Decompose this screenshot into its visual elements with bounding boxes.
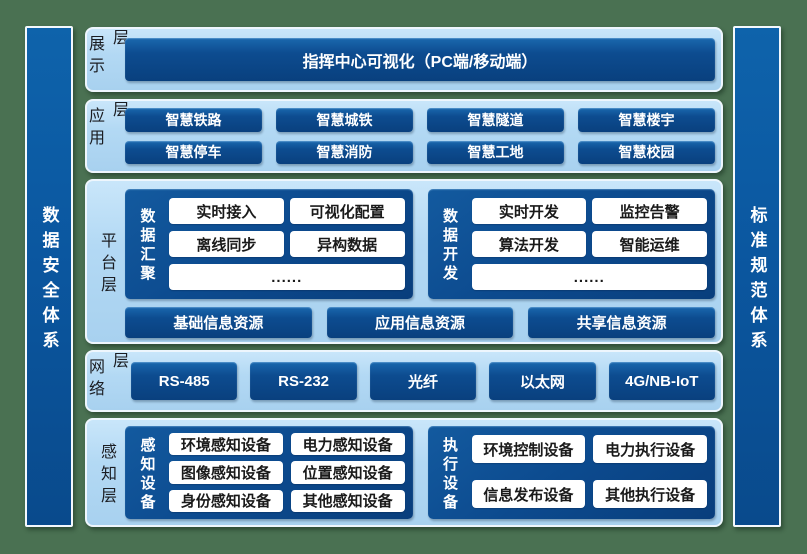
network-item-rs232: RS-232 <box>250 362 357 400</box>
data-security-system-bar: 数据安全体系 <box>25 26 73 527</box>
platform-item-algorithm-dev: 算法开发 <box>471 231 587 257</box>
data-aggregation-more: ...... <box>169 264 405 290</box>
network-layer-label: 网络层 <box>86 352 127 402</box>
app-item-smart-tunnel: 智慧隧道 <box>427 108 564 132</box>
platform-item-offline-sync: 离线同步 <box>169 231 284 257</box>
execution-devices-group: 执行设备 环境控制设备 电力执行设备 信息发布设备 其他执行设备 <box>427 426 716 519</box>
application-layer-label: 应用层 <box>86 101 127 151</box>
sensing-devices-grid: 环境感知设备 电力感知设备 图像感知设备 位置感知设备 身份感知设备 其他感知设… <box>169 426 413 519</box>
data-aggregation-grid: 实时接入 可视化配置 离线同步 异构数据 ...... <box>169 189 413 299</box>
resource-shared-info: 共享信息资源 <box>528 307 715 338</box>
data-aggregation-group-label: 数据汇聚 <box>138 208 156 284</box>
data-aggregation-group: 数据汇聚 实时接入 可视化配置 离线同步 异构数据 ...... <box>125 189 413 299</box>
app-item-smart-worksite: 智慧工地 <box>427 140 564 164</box>
network-layer-panel: 网络层 RS-485 RS-232 光纤 以太网 4G/NB-IoT <box>85 350 723 412</box>
platform-item-visual-config: 可视化配置 <box>289 198 405 224</box>
standards-system-bar: 标准规范体系 <box>733 26 781 527</box>
sense-item-environment: 环境感知设备 <box>169 433 283 456</box>
data-security-system-label: 数据安全体系 <box>39 205 59 356</box>
sensing-devices-group: 感知设备 环境感知设备 电力感知设备 图像感知设备 位置感知设备 身份感知设备 … <box>125 426 413 519</box>
sense-item-identity: 身份感知设备 <box>169 489 283 512</box>
data-development-more: ...... <box>471 264 707 290</box>
network-item-4g-nbiot: 4G/NB-IoT <box>608 362 715 400</box>
application-layer-panel: 应用层 智慧铁路 智慧城铁 智慧隧道 智慧楼宇 智慧停车 智慧消防 智慧工地 智… <box>85 99 723 173</box>
network-item-ethernet: 以太网 <box>489 362 596 400</box>
resource-basic-info: 基础信息资源 <box>125 307 312 338</box>
platform-layer-content: 数据汇聚 实时接入 可视化配置 离线同步 异构数据 ...... 数据开发 实时… <box>125 181 721 342</box>
network-item-fiber: 光纤 <box>369 362 477 400</box>
exec-item-info-publishing: 信息发布设备 <box>471 480 586 508</box>
presentation-layer-content: 指挥中心可视化（PC端/移动端） <box>125 29 721 90</box>
sense-item-power: 电力感知设备 <box>290 433 405 456</box>
platform-layer-panel: 平台层 数据汇聚 实时接入 可视化配置 离线同步 异构数据 ...... 数据开… <box>85 179 723 344</box>
perception-layer-panel: 感知层 感知设备 环境感知设备 电力感知设备 图像感知设备 位置感知设备 身份感… <box>85 418 723 527</box>
execution-devices-grid: 环境控制设备 电力执行设备 信息发布设备 其他执行设备 <box>471 426 716 519</box>
network-item-rs485: RS-485 <box>131 362 238 400</box>
perception-layer-label: 感知层 <box>98 442 115 509</box>
data-development-grid: 实时开发 监控告警 算法开发 智能运维 ...... <box>471 189 716 299</box>
exec-item-environment-control: 环境控制设备 <box>471 435 586 463</box>
platform-item-heterogeneous-data: 异构数据 <box>289 231 405 257</box>
presentation-layer-panel: 展示层 指挥中心可视化（PC端/移动端） <box>85 27 723 92</box>
platform-layer-label: 平台层 <box>98 231 115 298</box>
exec-item-other-execution: 其他执行设备 <box>593 480 707 508</box>
app-item-smart-metro: 智慧城铁 <box>276 108 413 132</box>
standards-system-label: 标准规范体系 <box>747 205 767 356</box>
sense-item-other: 其他感知设备 <box>290 489 405 512</box>
app-item-smart-campus: 智慧校园 <box>578 140 715 164</box>
resource-application-info: 应用信息资源 <box>326 307 514 338</box>
app-item-smart-railway: 智慧铁路 <box>125 108 262 132</box>
execution-devices-group-label: 执行设备 <box>441 436 458 513</box>
data-development-group: 数据开发 实时开发 监控告警 算法开发 智能运维 ...... <box>427 189 716 299</box>
network-layer-content: RS-485 RS-232 光纤 以太网 4G/NB-IoT <box>125 352 721 410</box>
command-center-visualization-box: 指挥中心可视化（PC端/移动端） <box>125 38 715 81</box>
platform-item-realtime-dev: 实时开发 <box>471 198 587 224</box>
app-item-smart-building: 智慧楼宇 <box>578 108 715 132</box>
perception-layer-content: 感知设备 环境感知设备 电力感知设备 图像感知设备 位置感知设备 身份感知设备 … <box>125 420 721 525</box>
platform-resources-row: 基础信息资源 应用信息资源 共享信息资源 <box>125 307 715 338</box>
platform-item-monitor-alert: 监控告警 <box>592 198 707 224</box>
sense-item-image: 图像感知设备 <box>169 461 283 484</box>
data-development-group-label: 数据开发 <box>441 208 458 284</box>
platform-item-realtime-access: 实时接入 <box>169 198 284 224</box>
platform-item-intelligent-ops: 智能运维 <box>592 231 707 257</box>
exec-item-power-execution: 电力执行设备 <box>593 435 707 463</box>
sense-item-location: 位置感知设备 <box>290 461 405 484</box>
application-layer-content: 智慧铁路 智慧城铁 智慧隧道 智慧楼宇 智慧停车 智慧消防 智慧工地 智慧校园 <box>125 101 721 171</box>
sensing-devices-group-label: 感知设备 <box>138 436 156 513</box>
presentation-layer-label: 展示层 <box>86 29 127 79</box>
app-item-smart-parking: 智慧停车 <box>125 140 262 164</box>
app-item-smart-firefighting: 智慧消防 <box>276 140 413 164</box>
platform-groups-row: 数据汇聚 实时接入 可视化配置 离线同步 异构数据 ...... 数据开发 实时… <box>125 189 715 299</box>
